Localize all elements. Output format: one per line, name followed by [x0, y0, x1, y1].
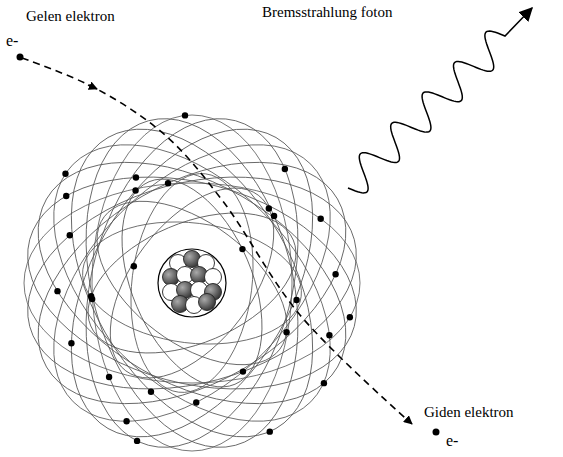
direction-arrow — [88, 85, 97, 89]
electron-dot — [282, 166, 288, 172]
orbit-ellipse — [78, 159, 306, 407]
electron-dot — [240, 368, 246, 374]
electron-dot — [131, 263, 137, 269]
electron-dot — [134, 438, 140, 444]
electron-dot — [132, 187, 138, 193]
electron-dot — [106, 374, 112, 380]
electron-dot — [347, 314, 353, 320]
nucleon — [199, 294, 216, 311]
electron-dots — [54, 112, 353, 444]
electron-symbol: e- — [446, 432, 458, 450]
orbit-ellipse — [4, 143, 380, 423]
electron-trajectory — [22, 58, 412, 424]
electron-dot — [133, 174, 139, 180]
electron-dot — [182, 112, 188, 118]
orbit-ellipse — [2, 93, 381, 457]
electron-dot — [317, 216, 323, 222]
outgoing-electron-dot — [433, 429, 440, 436]
orbit-ellipse — [119, 167, 265, 400]
electron-dot — [148, 389, 154, 395]
electron-orbits — [0, 88, 387, 457]
electron-dot — [239, 246, 245, 252]
electron-path — [17, 54, 440, 436]
electron-dot — [54, 288, 60, 294]
electron-dot — [62, 171, 68, 177]
photon-wave — [348, 8, 532, 193]
nucleus — [158, 249, 226, 317]
electron-dot — [267, 428, 273, 434]
electron-dot — [88, 293, 94, 299]
orbit-ellipse — [94, 158, 290, 407]
electron-dot — [123, 418, 129, 424]
electron-dot — [321, 380, 327, 386]
electron-dot — [165, 180, 171, 186]
electron-dot — [63, 193, 69, 199]
electron-dot — [293, 297, 299, 303]
nucleon — [205, 269, 222, 286]
electron-dot — [332, 271, 338, 277]
orbit-ellipse — [0, 112, 387, 453]
electron-dot — [283, 329, 289, 335]
electron-dot — [326, 332, 332, 338]
incoming-electron-dot — [17, 54, 24, 61]
electron-dot — [68, 340, 74, 346]
electron-symbol: e- — [6, 32, 18, 50]
orbit-ellipse — [4, 143, 380, 423]
nucleus-outline — [158, 249, 226, 317]
orbit-ellipse — [67, 185, 316, 381]
orbit-ellipse — [0, 112, 387, 453]
incoming-label: Gelen elektron — [26, 8, 115, 25]
outgoing-label: Giden elektron — [424, 404, 514, 421]
electron-dot — [266, 205, 272, 211]
electron-dot — [193, 399, 199, 405]
photon-wave-arrow — [348, 8, 532, 193]
orbit-ellipse — [68, 169, 316, 397]
photon-label: Bremsstrahlung foton — [262, 4, 392, 21]
orbit-ellipse — [2, 93, 381, 457]
electron-dot — [67, 232, 73, 238]
electron-dot — [271, 213, 277, 219]
